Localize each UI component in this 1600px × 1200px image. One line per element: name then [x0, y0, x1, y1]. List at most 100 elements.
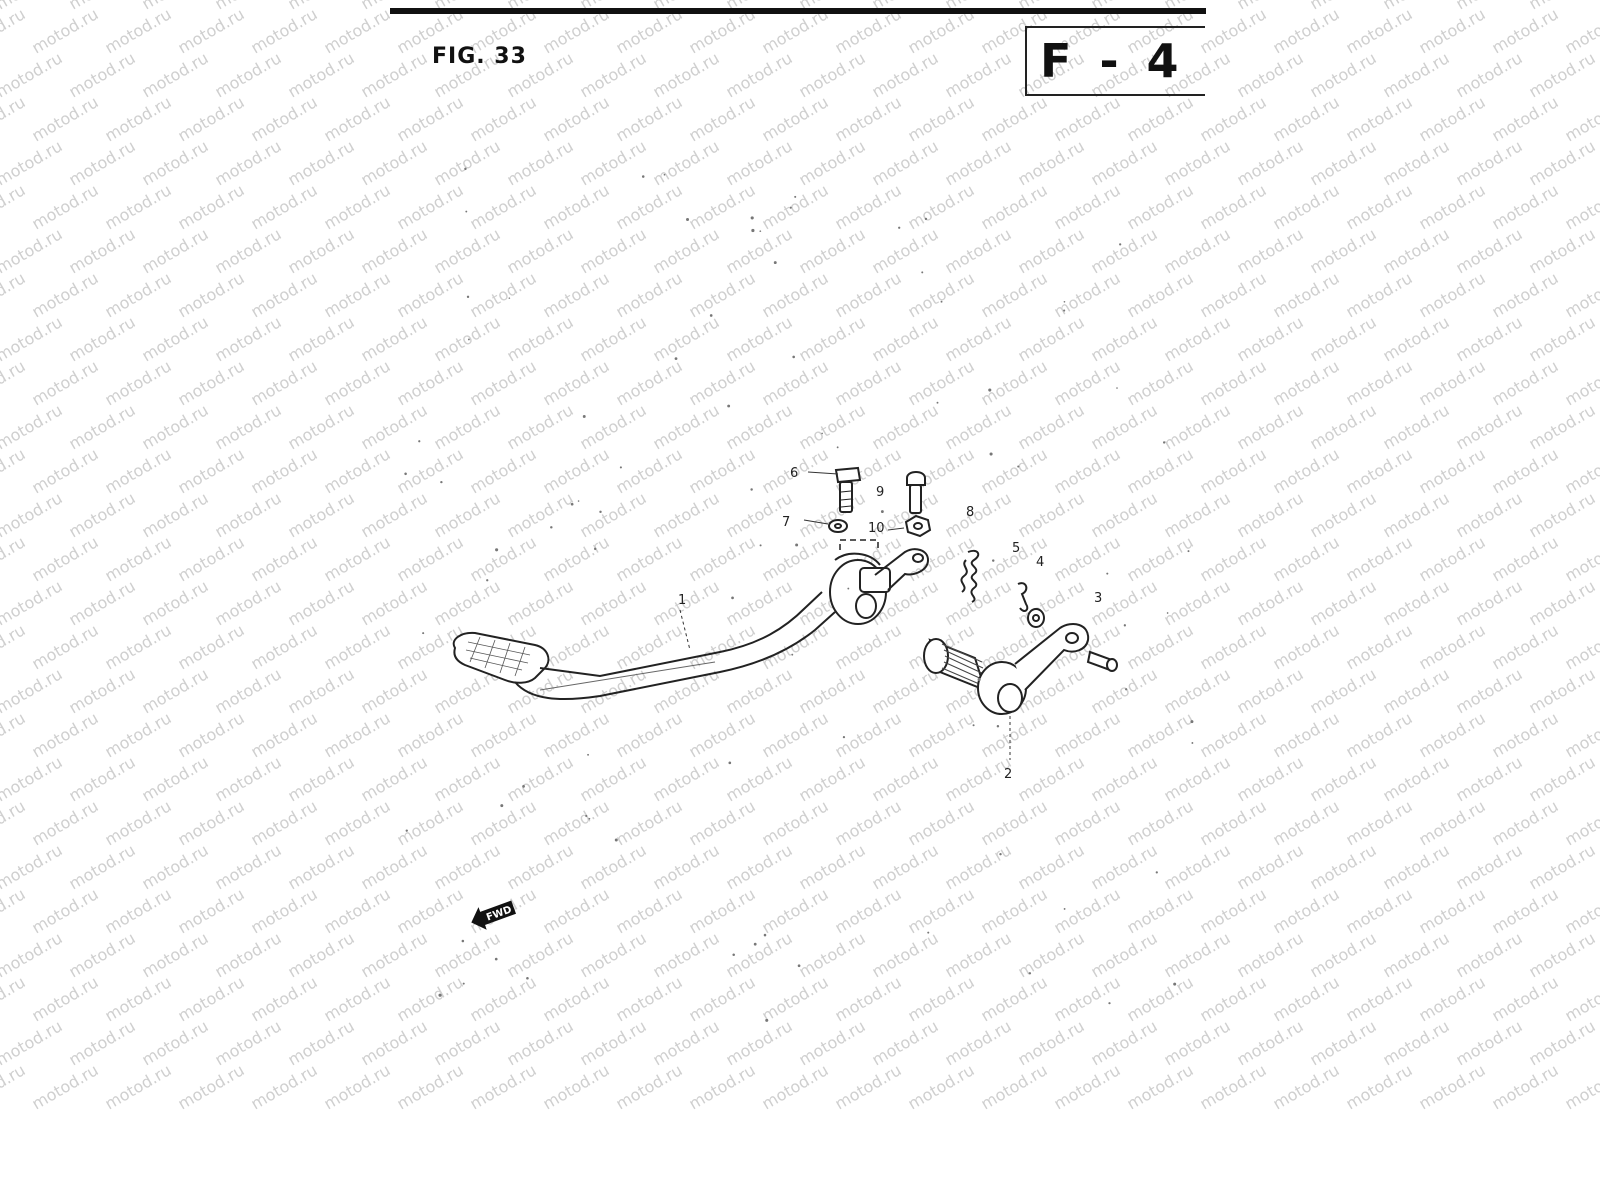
- callout-8: 8: [966, 505, 974, 520]
- speck: [663, 173, 666, 176]
- speck: [924, 217, 928, 221]
- speck: [763, 933, 767, 937]
- speck: [461, 939, 465, 943]
- speck: [641, 175, 645, 178]
- speck: [1063, 309, 1066, 312]
- figure-label: FIG. 33: [432, 44, 527, 69]
- speck: [1162, 441, 1166, 444]
- speck: [1125, 688, 1128, 691]
- speck: [727, 404, 731, 408]
- speck: [582, 415, 586, 418]
- speck: [522, 785, 525, 788]
- speck: [794, 195, 797, 198]
- speck: [992, 559, 995, 562]
- speck: [686, 217, 690, 221]
- speck: [599, 510, 602, 514]
- callout-3: 3: [1094, 591, 1102, 606]
- speck: [500, 804, 504, 808]
- speck: [1191, 742, 1194, 744]
- speck: [404, 472, 407, 476]
- speck: [418, 440, 421, 443]
- speck: [996, 725, 1000, 728]
- speck: [797, 964, 801, 968]
- speck: [999, 852, 1002, 856]
- speck: [1063, 907, 1066, 910]
- speck: [593, 547, 597, 551]
- speck: [508, 297, 511, 299]
- speck: [750, 216, 754, 220]
- speck: [614, 838, 618, 842]
- speck: [842, 735, 846, 739]
- speck: [1123, 624, 1126, 627]
- speck: [1187, 550, 1190, 553]
- spring-icon: [960, 549, 980, 603]
- speck: [792, 355, 795, 359]
- callout-4: 4: [1036, 555, 1044, 570]
- speck: [750, 488, 753, 491]
- speck: [550, 526, 553, 529]
- speck: [577, 500, 580, 502]
- callout-9: 9: [876, 485, 884, 500]
- pivot-bolt-icon: [906, 471, 926, 514]
- speck: [526, 976, 529, 980]
- speck: [1116, 387, 1118, 389]
- speck: [1190, 720, 1194, 724]
- speck: [921, 271, 924, 274]
- speck: [588, 817, 591, 820]
- speck: [674, 357, 678, 360]
- forward-arrow-icon: FWD: [471, 900, 517, 930]
- speck: [759, 544, 762, 547]
- speck: [587, 753, 589, 756]
- speck: [486, 579, 489, 582]
- speck: [847, 587, 850, 590]
- speck: [731, 596, 734, 600]
- speck: [1155, 871, 1158, 874]
- speck: [405, 829, 408, 832]
- speck: [570, 502, 574, 506]
- scan-noise: [404, 167, 1194, 1022]
- speck: [972, 724, 975, 727]
- speck: [1119, 243, 1122, 246]
- washer-icon: [828, 519, 848, 533]
- speck: [464, 167, 467, 171]
- forward-label: FWD: [485, 904, 513, 923]
- callout-10: 10: [868, 521, 885, 536]
- clip-icon: [1017, 582, 1045, 628]
- speck: [1028, 972, 1032, 975]
- callout-6: 6: [790, 466, 798, 481]
- speck: [422, 632, 425, 635]
- speck: [585, 814, 588, 817]
- callout-1: 1: [678, 593, 686, 608]
- speck: [759, 230, 762, 233]
- section-box: [1025, 26, 1205, 96]
- speck: [495, 548, 499, 552]
- speck: [1106, 572, 1109, 575]
- speck: [836, 446, 839, 449]
- section-code: F - 4: [1040, 34, 1185, 88]
- nut-icon: [904, 514, 932, 538]
- shift-lever-icon: [923, 623, 1118, 715]
- speck: [880, 510, 884, 513]
- leader-lines: [679, 471, 1011, 760]
- speck: [773, 261, 777, 265]
- speck: [732, 953, 735, 956]
- gear-shift-pedal-icon: [452, 539, 930, 701]
- speck: [438, 993, 442, 997]
- callout-2: 2: [1004, 767, 1012, 782]
- callout-7: 7: [782, 515, 790, 530]
- speck: [462, 982, 465, 985]
- speck: [1166, 612, 1169, 614]
- speck: [1108, 1002, 1111, 1005]
- speck: [936, 401, 939, 404]
- speck: [1063, 300, 1066, 303]
- speck: [709, 314, 713, 317]
- callout-5: 5: [1012, 541, 1020, 556]
- speck: [791, 653, 794, 656]
- speck: [1173, 982, 1177, 986]
- speck: [751, 228, 755, 233]
- speck: [619, 466, 622, 469]
- speck: [467, 338, 470, 341]
- speck: [795, 543, 799, 547]
- speck: [765, 1018, 769, 1022]
